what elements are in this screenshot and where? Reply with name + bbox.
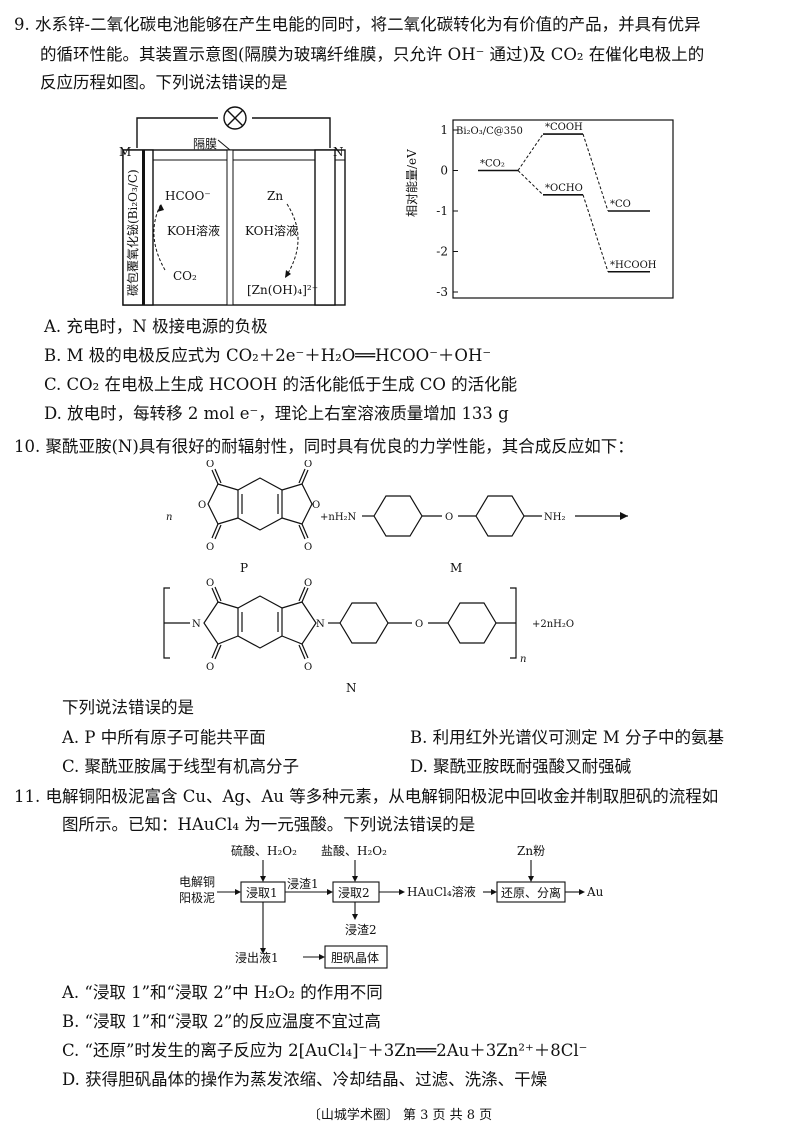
- svg-text:n: n: [520, 654, 526, 665]
- energy-level-label: *OCHO: [545, 183, 583, 194]
- y-tick-label: -1: [436, 204, 448, 218]
- energy-level-label: *HCOOH: [610, 260, 657, 271]
- leachate-1: 浸出液1: [235, 950, 279, 965]
- blue-vitriol-crystal: 胆矾晶体: [331, 951, 379, 965]
- label-n: N: [346, 681, 357, 695]
- y-tick-label: 1: [440, 123, 448, 137]
- energy-connector: [517, 170, 544, 196]
- q10-line-1: 10. 聚酰亚胺(N)具有很好的耐辐射性，同时具有优良的力学性能，其合成反应如下…: [14, 437, 634, 456]
- step-leach-1: 浸取1: [246, 886, 278, 900]
- battery-cell-diagram: M N 隔膜 碳包覆氧化铋(Bi₂O₃/C) HCOO⁻ KOH溶液 CO₂ Z…: [119, 106, 346, 306]
- q10-option-a[interactable]: A. P 中所有原子可能共平面: [62, 728, 266, 747]
- svg-text:O: O: [304, 578, 312, 589]
- reagent-1: 硫酸、H₂O₂: [231, 843, 297, 858]
- q10-option-c[interactable]: C. 聚酰亚胺属于线型有机高分子: [62, 757, 300, 776]
- reagent-2: 盐酸、H₂O₂: [321, 843, 387, 858]
- step-reduce: 还原、分离: [501, 885, 561, 900]
- energy-profile-chart: 相对能量/eV Bi₂O₃/C@350 1 0 -1 -2 -3 *CO₂ *COOH *C…: [405, 119, 674, 299]
- haucl4-solution: HAuCl₄溶液: [407, 884, 476, 899]
- electrode-material-label: 碳包覆氧化铋(Bi₂O₃/C): [125, 169, 140, 296]
- svg-text:NH₂: NH₂: [544, 512, 565, 523]
- y-tick-label: -2: [436, 245, 448, 259]
- membrane-label: 隔膜: [193, 137, 217, 151]
- svg-text:N: N: [316, 619, 325, 630]
- left-co2-label: CO₂: [173, 269, 197, 283]
- energy-axis-label: 相对能量/eV: [405, 149, 419, 217]
- svg-text:O: O: [304, 460, 312, 470]
- page-footer: 〔山城学术圈〕 第 3 页 共 8 页: [307, 1108, 493, 1123]
- svg-text:O: O: [304, 662, 312, 673]
- label-p: P: [240, 561, 248, 575]
- svg-text:n: n: [166, 512, 172, 523]
- electrode-n-label: N: [333, 145, 344, 159]
- svg-text:O: O: [206, 662, 214, 673]
- energy-level-label: *CO: [610, 199, 631, 210]
- left-koh-label: KOH溶液: [167, 223, 220, 238]
- q11-option-c[interactable]: C. “还原”时发生的离子反应为 2[AuCl₄]⁻＋3Zn══2Au＋3Zn²…: [62, 1041, 588, 1060]
- q9-option-a[interactable]: A. 充电时，N 极接电源的负极: [44, 317, 268, 336]
- q11-option-b[interactable]: B. “浸取 1”和“浸取 2”的反应温度不宜过高: [62, 1012, 381, 1031]
- svg-text:+2nH₂O: +2nH₂O: [532, 619, 574, 630]
- energy-level-label: *COOH: [545, 122, 583, 133]
- chart-title: Bi₂O₃/C@350: [456, 126, 523, 137]
- q11-line-1: 11. 电解铜阳极泥富含 Cu、Ag、Au 等多种元素，从电解铜阳极泥中回收金并…: [14, 787, 719, 806]
- svg-text:O: O: [304, 542, 312, 553]
- q11-option-a[interactable]: A. “浸取 1”和“浸取 2”中 H₂O₂ 的作用不同: [62, 983, 383, 1002]
- q10-question: 下列说法错误的是: [62, 698, 194, 717]
- right-zn-label: Zn: [267, 189, 283, 203]
- q9-option-d[interactable]: D. 放电时，每转移 2 mol e⁻，理论上右室溶液质量增加 133 g: [44, 404, 509, 423]
- svg-text:O: O: [206, 460, 214, 470]
- q9-line-1: 9. 水系锌-二氧化碳电池能够在产生电能的同时，将二氧化碳转化为有价值的产品，并…: [14, 15, 701, 34]
- residue-2: 浸渣2: [345, 923, 377, 937]
- q11-option-d[interactable]: D. 获得胆矾晶体的操作为蒸发浓缩、冷却结晶、过滤、洗涤、干燥: [62, 1070, 548, 1089]
- svg-text:O: O: [206, 578, 214, 589]
- left-hcoo-label: HCOO⁻: [165, 189, 211, 203]
- svg-text:O: O: [415, 619, 423, 630]
- electrode-m-label: M: [119, 145, 131, 159]
- q9-option-c[interactable]: C. CO₂ 在电极上生成 HCOOH 的活化能低于生成 CO 的活化能: [44, 375, 518, 394]
- svg-text:O: O: [445, 512, 453, 523]
- product-au: Au: [586, 885, 604, 899]
- y-tick-label: -3: [436, 285, 448, 299]
- energy-connector: [582, 133, 609, 212]
- reagent-3: Zn粉: [517, 844, 545, 858]
- svg-text:+nH₂N: +nH₂N: [320, 512, 357, 523]
- q9-line-2: 的循环性能。其装置示意图(隔膜为玻璃纤维膜，只允许 OH⁻ 通过)及 CO₂ 在…: [40, 45, 705, 64]
- raw-material-line2: 阳极泥: [179, 891, 215, 905]
- q9-option-b[interactable]: B. M 极的电极反应式为 CO₂＋2e⁻＋H₂O══HCOO⁻＋OH⁻: [44, 346, 492, 365]
- raw-material-line1: 电解铜: [179, 874, 215, 889]
- svg-text:O: O: [206, 542, 214, 553]
- q10-option-b[interactable]: B. 利用红外光谱仪可测定 M 分子中的氨基: [410, 728, 724, 747]
- q11-line-2: 图所示。已知：HAuCl₄ 为一元强酸。下列说法错误的是: [62, 815, 476, 834]
- label-m: M: [450, 561, 462, 575]
- gold-recovery-flowchart: 电解铜 阳极泥 硫酸、H₂O₂ 浸取1 浸渣1 盐酸、H₂O₂ 浸取2 HAuC…: [179, 843, 604, 969]
- svg-text:O: O: [198, 500, 206, 511]
- energy-connector: [517, 133, 544, 171]
- q9-line-3: 反应历程如图。下列说法错误的是: [40, 73, 288, 92]
- svg-text:N: N: [192, 619, 201, 630]
- energy-connector: [582, 194, 609, 272]
- residue-1: 浸渣1: [287, 877, 319, 891]
- svg-text:O: O: [312, 500, 320, 511]
- right-koh-label: KOH溶液: [245, 223, 298, 238]
- y-tick-label: 0: [440, 164, 448, 178]
- energy-level-label: *CO₂: [480, 159, 505, 170]
- right-zincate-label: [Zn(OH)₄]²⁻: [247, 283, 318, 297]
- polyimide-synthesis-scheme: O O O O O O n P +nH₂N O NH₂ M: [163, 460, 628, 695]
- step-leach-2: 浸取2: [338, 886, 370, 900]
- q10-option-d[interactable]: D. 聚酰亚胺既耐强酸又耐强碱: [410, 757, 632, 776]
